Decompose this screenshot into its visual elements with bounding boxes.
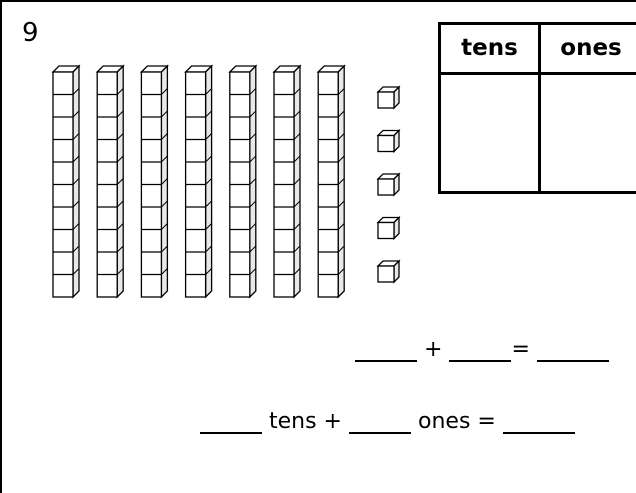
tens-rod [141, 66, 167, 297]
unit-cube [378, 218, 399, 239]
blank-ones-count[interactable] [349, 408, 411, 434]
ones-column: ones [541, 25, 636, 191]
tens-header: tens [441, 25, 538, 75]
tens-rod [53, 66, 79, 297]
tens-rod [186, 66, 212, 297]
tens-rod [97, 66, 123, 297]
ones-header: ones [541, 25, 636, 75]
addition-sentence: + = [355, 336, 609, 362]
unit-cube [378, 131, 399, 152]
tens-rod [230, 66, 256, 297]
unit-cube [378, 87, 399, 108]
place-value-table: tens ones [438, 22, 636, 194]
blank-total[interactable] [503, 408, 575, 434]
equals-sign: = [511, 337, 529, 362]
ones-label: ones = [418, 409, 496, 434]
blank-ones-value[interactable] [449, 336, 511, 362]
tens-label: tens + [269, 409, 342, 434]
tens-column: tens [441, 25, 541, 191]
unit-cube [378, 174, 399, 195]
plus-sign: + [424, 337, 442, 362]
tens-rod [318, 66, 344, 297]
tens-ones-sentence: tens + ones = [200, 408, 575, 434]
tens-rod [274, 66, 300, 297]
blank-sum[interactable] [537, 336, 609, 362]
blank-tens-count[interactable] [200, 408, 262, 434]
unit-cube [378, 261, 399, 282]
blank-tens-value[interactable] [355, 336, 417, 362]
